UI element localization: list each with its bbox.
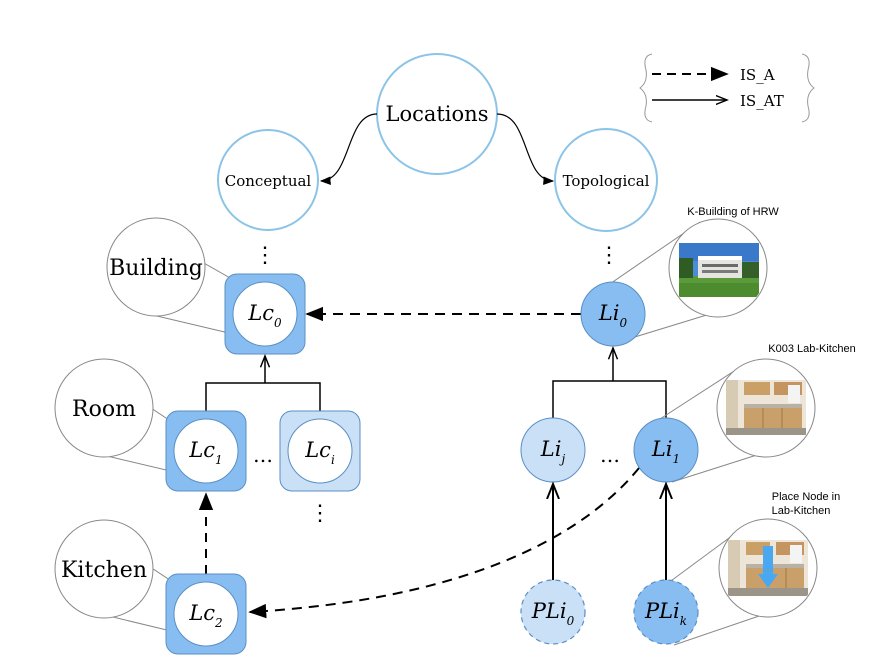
li1-to-lc2-edge: [248, 467, 640, 619]
room-label: Room: [72, 397, 136, 422]
lc1-label: Lc1: [188, 438, 222, 467]
building-magnifier: [106, 217, 206, 317]
k-building-photo: [679, 243, 759, 297]
lc0-node: [232, 281, 298, 347]
kitchen-magnifier: [54, 519, 154, 619]
li1-label: Li1: [651, 437, 680, 466]
topological-vertical-ellipsis: ⋮: [598, 243, 620, 268]
kitchen-label: Kitchen: [61, 558, 147, 583]
legend-is-a-label: IS_A: [740, 66, 775, 84]
photo1-caption: K-Building of HRW: [687, 206, 779, 218]
pli0-label: PLi0: [531, 599, 575, 628]
place-node-photo: [728, 540, 808, 596]
li0-node: [580, 281, 646, 347]
conceptual-label: Conceptual: [225, 172, 312, 190]
topological-label: Topological: [563, 172, 650, 190]
photo3-caption-line1: Place Node in: [772, 491, 841, 503]
li-horizontal-ellipsis: …: [600, 443, 620, 467]
top-level-nodes: Locations Conceptual Topological ⋮ ⋮: [217, 53, 658, 268]
legend-brace-right: [801, 53, 815, 123]
photo3-caption-line2: Lab-Kitchen: [772, 505, 831, 517]
conceptual-branch: Building Lc0 Room Lc1 … Lci ⋮ Kitchen: [54, 217, 361, 655]
locations-label: Locations: [386, 102, 489, 126]
li0-children-bracket: [552, 380, 667, 420]
lci-node: [287, 418, 353, 484]
topological-branch: K-Building of HRW Li0 K003 Lab-Kitchen L…: [520, 206, 856, 646]
pli0-node: [520, 579, 586, 645]
building-label: Building: [109, 256, 203, 281]
locations-to-conceptual-edge: [319, 113, 378, 185]
conceptual-vertical-ellipsis: ⋮: [254, 243, 276, 268]
plik-label: PLik: [644, 599, 687, 628]
photo2-magnifier-line-bottom: [671, 453, 761, 483]
lc2-node: [173, 581, 239, 647]
legend-brace-left: [639, 53, 653, 123]
legend: IS_A IS_AT: [639, 53, 815, 123]
photo2-caption: K003 Lab-Kitchen: [768, 343, 855, 355]
lci-label: Lci: [304, 438, 335, 467]
lab-kitchen-photo: [726, 380, 806, 435]
plik-node: [633, 579, 699, 645]
conceptual-node: [217, 129, 319, 231]
legend-is-at-label: IS_AT: [740, 92, 784, 110]
lc0-children-bracket: [205, 382, 321, 412]
lc-horizontal-ellipsis: …: [253, 443, 273, 467]
lci-vertical-ellipsis: ⋮: [309, 501, 331, 526]
room-magnifier: [54, 358, 154, 458]
lc2-label: Lc2: [188, 601, 222, 630]
topological-node: [554, 128, 658, 232]
locations-to-topological-edge: [496, 113, 555, 185]
li0-label: Li0: [598, 301, 628, 330]
lij-label: Lij: [540, 437, 566, 466]
lc0-label: Lc0: [247, 301, 282, 330]
lc1-node: [173, 418, 239, 484]
photo3-magnifier-line-bottom: [673, 614, 763, 646]
